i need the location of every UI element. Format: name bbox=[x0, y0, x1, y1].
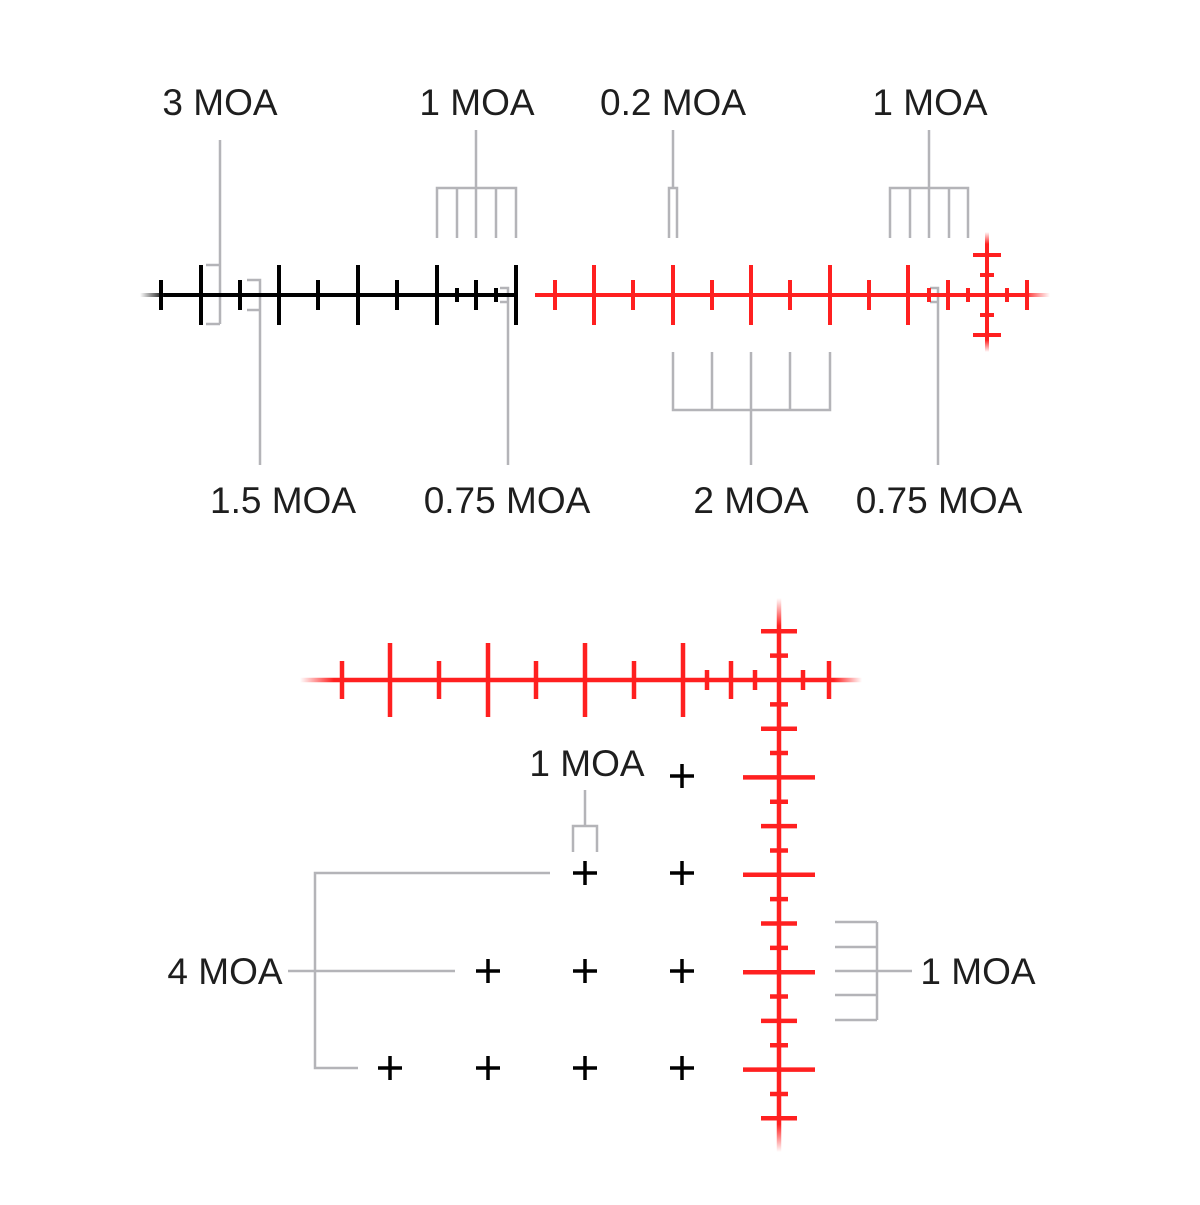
label-1-moa-red: 1 MOA bbox=[872, 82, 987, 123]
label-2-moa: 2 MOA bbox=[693, 480, 808, 521]
label-vertical-hash: 1 MOA bbox=[920, 951, 1035, 992]
red-reticle-scale bbox=[535, 232, 1050, 352]
red-reticle-bottom bbox=[300, 598, 862, 1152]
label-3-moa: 3 MOA bbox=[162, 82, 277, 123]
label-0-75-moa-red: 0.75 MOA bbox=[856, 480, 1023, 521]
callout-0-2-moa-bracket bbox=[667, 186, 679, 238]
label-dot-spacing: 1 MOA bbox=[529, 743, 644, 784]
label-1-5-moa: 1.5 MOA bbox=[210, 480, 356, 521]
black-reticle-scale bbox=[140, 265, 518, 325]
callout-dot-spacing-bracket bbox=[571, 824, 599, 852]
callout-1-5-moa bbox=[247, 278, 262, 465]
hold-point-crosses bbox=[378, 764, 694, 1080]
label-0-75-moa-black: 0.75 MOA bbox=[424, 480, 591, 521]
label-1-moa-black: 1 MOA bbox=[419, 82, 534, 123]
callout-0-75-moa-red bbox=[930, 286, 940, 465]
callout-0-75-moa-black bbox=[500, 286, 510, 465]
label-row-spacing: 4 MOA bbox=[167, 951, 282, 992]
callout-row-spacing-bracket bbox=[313, 871, 550, 1070]
callout-lines bbox=[206, 130, 970, 1070]
label-0-2-moa: 0.2 MOA bbox=[600, 82, 746, 123]
